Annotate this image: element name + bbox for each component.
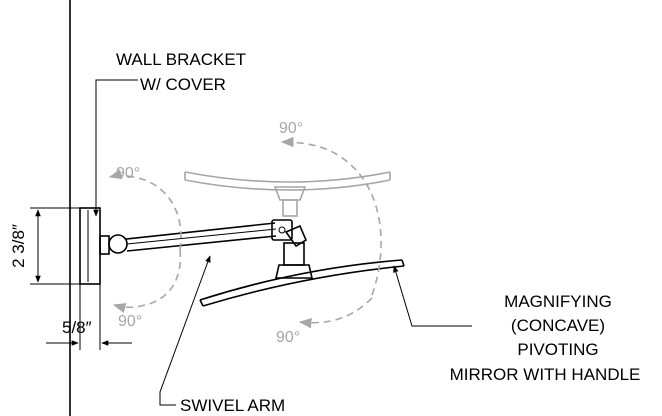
- mirror: [199, 259, 405, 307]
- angle-label-bottom: 90°: [276, 329, 300, 346]
- swivel-arm-leader: [159, 255, 211, 406]
- height-dimension: [30, 207, 80, 285]
- wall-bracket: [79, 207, 110, 285]
- rotation-arc-top: [280, 136, 382, 296]
- depth-dimension-label: 5/8″: [62, 318, 92, 337]
- height-dimension-label: 2 3/8″: [9, 224, 28, 268]
- angle-label-left-upper: 90°: [116, 165, 140, 182]
- angle-label-left-lower: 90°: [118, 313, 142, 330]
- depth-dimension: [46, 284, 132, 350]
- rotation-arc-bottom: [298, 297, 373, 329]
- rotation-arc-left-lower: [112, 249, 182, 313]
- swivel-arm-label: SWIVEL ARM: [180, 396, 285, 415]
- mirror-label-line4: MIRROR WITH HANDLE: [450, 365, 641, 384]
- mirror-label-line1: MAGNIFYING: [504, 292, 612, 311]
- wall-bracket-label-line2: W/ COVER: [140, 75, 226, 94]
- angle-label-top: 90°: [279, 120, 303, 137]
- wall-bracket-label-line1: WALL BRACKET: [116, 50, 246, 69]
- mirror-label-line2: (CONCAVE): [511, 316, 605, 335]
- mirror-leader: [393, 265, 472, 327]
- wall-bracket-leader: [93, 79, 138, 217]
- rotation-arc-left-upper: [108, 169, 182, 251]
- mirror-label-line3: PIVOTING: [517, 340, 598, 359]
- pivot-joint: [271, 219, 314, 279]
- swivel-arm: [108, 222, 277, 254]
- mirror-ghost-position: [184, 171, 391, 217]
